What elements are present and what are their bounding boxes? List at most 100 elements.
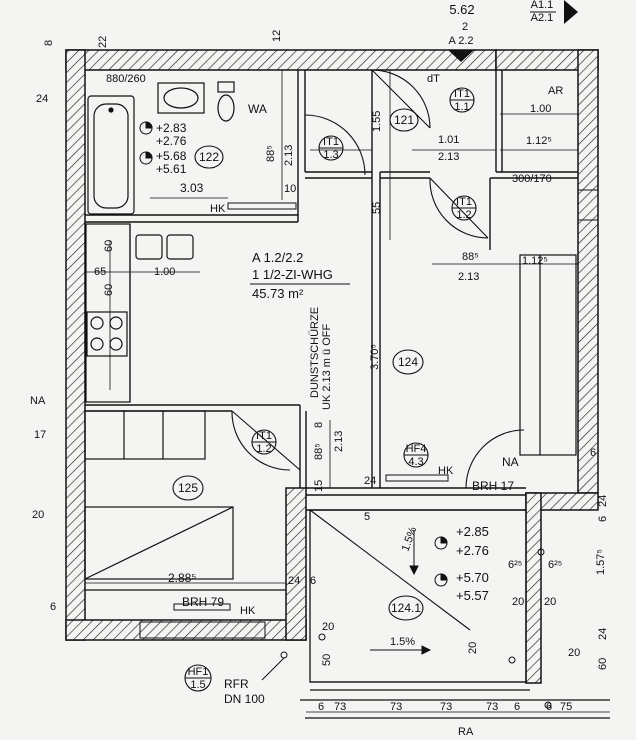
hood-label: DUNSTSCHÜRZE — [309, 307, 321, 398]
dimension-lines — [85, 70, 610, 713]
door-tag-bottom: 1.2 — [256, 443, 271, 455]
room-circles — [172, 108, 424, 621]
dim: 73 — [390, 701, 402, 713]
bathtub — [87, 95, 135, 215]
hood-height-label: UK 2.13 m ü OFF — [321, 324, 333, 410]
apartment-area: 45.73 m² — [252, 286, 304, 301]
apartment-type: 1 1/2-ZI-WHG — [252, 267, 333, 282]
dim: 6 — [514, 701, 520, 713]
sheet-top: A1.1 — [531, 0, 554, 11]
elevation-value: +5.68 — [156, 149, 187, 163]
dim: 73 — [440, 701, 452, 713]
dim: 24 — [597, 495, 609, 507]
dim: 24 — [36, 93, 48, 105]
door-tag-top: IT1 — [323, 136, 339, 148]
elevation-value: +2.85 — [456, 524, 489, 539]
kitchen-counter — [85, 223, 194, 403]
dim: 17 — [34, 429, 46, 441]
dim: 2.13 — [458, 271, 479, 283]
dim: 20 — [32, 509, 44, 521]
dim: 55 — [371, 202, 383, 214]
na-label: NA — [502, 455, 519, 469]
heaters — [173, 202, 449, 611]
dim: 6²⁵ — [548, 559, 562, 571]
washbasin — [157, 82, 205, 114]
parapet-height-label: BRH 17 — [472, 479, 514, 493]
ar-label: AR — [548, 85, 563, 97]
room-125: 125 — [178, 481, 198, 495]
dim: 88⁵ — [313, 443, 325, 460]
doors — [231, 69, 525, 682]
dim: 6 — [50, 601, 56, 613]
dim: 20 — [322, 621, 334, 633]
dim: 6 — [597, 516, 609, 522]
section-marker — [448, 0, 578, 62]
heater-label: HK — [438, 465, 454, 477]
dim: 65 — [94, 266, 106, 278]
door-tag-top: HF1 — [188, 666, 209, 678]
dim: 20 — [467, 642, 479, 654]
wardrobe — [84, 410, 206, 460]
dim: 6 — [546, 701, 552, 713]
dim: 60 — [103, 284, 115, 296]
dim: 24 — [597, 628, 609, 640]
door-tag-bottom: 1.5 — [190, 679, 205, 691]
windows — [96, 69, 598, 639]
elevation-value: +5.57 — [456, 588, 489, 603]
door-tag-top: IT1 — [456, 196, 472, 208]
dim: 3.70⁵ — [369, 344, 381, 370]
dim: 2.88⁵ — [168, 571, 196, 585]
sheet-bottom: A2.1 — [531, 12, 554, 24]
dim: 8 — [313, 422, 325, 428]
room-124-1: 124.1 — [391, 601, 421, 615]
elevation-value: +5.61 — [156, 162, 187, 176]
section-top: 2 — [462, 21, 468, 33]
slope-label: 1.5% — [390, 636, 415, 648]
dim: 73 — [334, 701, 346, 713]
dim: 1.00 — [530, 103, 551, 115]
slope-label: 1.5% — [400, 525, 420, 553]
elevation-value: +2.76 — [156, 134, 187, 148]
dim: 20 — [568, 647, 580, 659]
door-tag-top: HF4 — [406, 443, 427, 455]
dim: 6 — [590, 447, 596, 459]
dim: 3.03 — [180, 181, 204, 195]
window-size-label: 880/260 — [106, 73, 146, 85]
room-124: 124 — [398, 355, 418, 369]
heater-label: HK — [210, 203, 226, 215]
elevation-value: +2.83 — [156, 121, 187, 135]
door-tag-bottom: 4.3 — [408, 456, 423, 468]
parapet-height-label: BRH 79 — [182, 595, 224, 609]
dim: 2.13 — [283, 145, 295, 166]
wa-label: WA — [248, 102, 267, 116]
dim: 1.55 — [371, 111, 383, 132]
dt-label: dT — [427, 73, 440, 85]
dim: 60 — [103, 240, 115, 252]
door-tag-bottom: 1.1 — [454, 101, 469, 113]
drain-size-label: DN 100 — [224, 692, 265, 706]
dim: 5 — [364, 511, 370, 523]
dim: 20 — [512, 596, 524, 608]
dim: 8 — [43, 40, 55, 46]
right-wardrobe — [519, 254, 577, 456]
dim: 50 — [321, 654, 333, 666]
loggia-outline — [300, 509, 610, 719]
dim: 2.13 — [333, 431, 345, 452]
bed — [84, 506, 286, 591]
dim: 1.00 — [154, 266, 175, 278]
dim: 6 — [318, 701, 324, 713]
dim: 2.13 — [438, 151, 459, 163]
room-122: 122 — [199, 150, 219, 164]
drain-label: RFR — [224, 677, 249, 691]
dim: 15 — [313, 480, 325, 492]
heater-label: HK — [240, 605, 256, 617]
dim: 1.12⁵ — [522, 255, 548, 267]
slope-arrows — [370, 530, 432, 655]
door-tag-circles — [184, 87, 477, 692]
elevation-markers — [139, 121, 448, 587]
toilet — [217, 81, 235, 122]
dim: 1.01 — [438, 134, 459, 146]
door-tag-bottom: 1.2 — [456, 209, 471, 221]
ra-label: RA — [458, 726, 474, 738]
